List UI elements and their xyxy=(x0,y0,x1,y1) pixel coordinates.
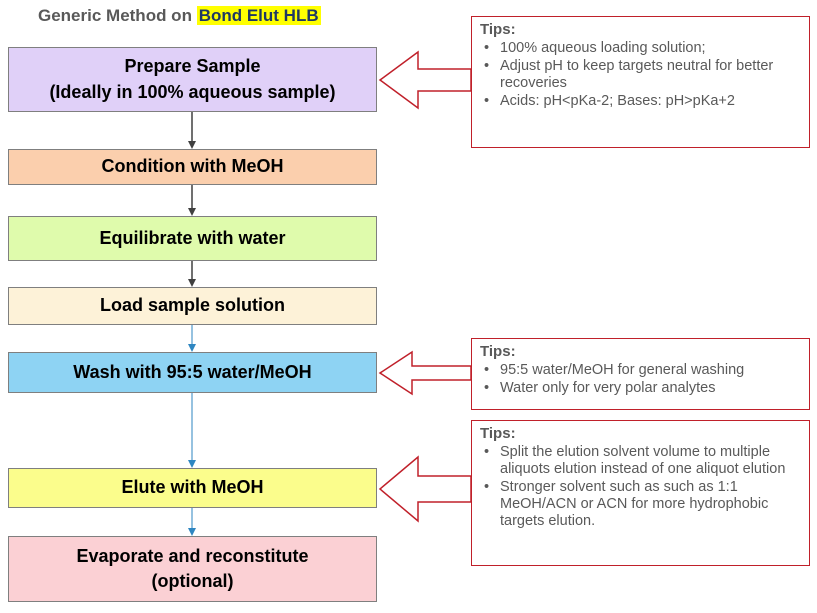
title-highlight: Bond Elut HLB xyxy=(196,6,321,25)
callout-arrow xyxy=(378,350,472,396)
step-wash: Wash with 95:5 water/MeOH xyxy=(8,352,377,393)
tip-item: Adjust pH to keep targets neutral for be… xyxy=(484,58,803,92)
tip-item: 95:5 water/MeOH for general washing xyxy=(484,362,803,379)
tips-box-wash: Tips: 95:5 water/MeOH for general washin… xyxy=(471,338,810,410)
callout-arrow xyxy=(378,50,472,110)
tip-item: Stronger solvent such as such as 1:1 MeO… xyxy=(484,479,803,530)
step-label: Elute with MeOH xyxy=(121,477,264,498)
step-label: Prepare Sample xyxy=(124,56,261,77)
step-equilibrate: Equilibrate with water xyxy=(8,216,377,261)
step-prepare-sample: Prepare Sample (Ideally in 100% aqueous s… xyxy=(8,47,377,112)
tip-item: 100% aqueous loading solution; xyxy=(484,40,803,57)
tips-box-elute: Tips: Split the elution solvent volume t… xyxy=(471,420,810,566)
step-load-sample: Load sample solution xyxy=(8,287,377,325)
step-sublabel: (optional) xyxy=(151,571,234,591)
step-elute: Elute with MeOH xyxy=(8,468,377,508)
step-label: Evaporate and reconstitute xyxy=(76,545,309,566)
step-condition: Condition with MeOH xyxy=(8,149,377,185)
tip-item: Split the elution solvent volume to mult… xyxy=(484,444,803,478)
tips-title: Tips: xyxy=(480,343,516,360)
page-title: Generic Method on Bond Elut HLB xyxy=(38,6,321,26)
tips-title: Tips: xyxy=(480,425,516,442)
tips-title: Tips: xyxy=(480,21,516,38)
step-label: Condition with MeOH xyxy=(101,156,284,177)
tip-item: Water only for very polar analytes xyxy=(484,380,803,397)
step-evaporate: Evaporate and reconstitute (optional) xyxy=(8,536,377,602)
step-label: Wash with 95:5 water/MeOH xyxy=(73,361,312,382)
step-label: Equilibrate with water xyxy=(99,227,286,248)
step-label: Load sample solution xyxy=(99,295,286,316)
title-prefix: Generic Method on xyxy=(38,6,197,25)
tips-box-prepare: Tips: 100% aqueous loading solution; Adj… xyxy=(471,16,810,148)
tip-item: Acids: pH<pKa-2; Bases: pH>pKa+2 xyxy=(484,93,803,110)
callout-arrow xyxy=(378,455,472,523)
step-sublabel: (Ideally in 100% aqueous sample) xyxy=(49,81,336,102)
